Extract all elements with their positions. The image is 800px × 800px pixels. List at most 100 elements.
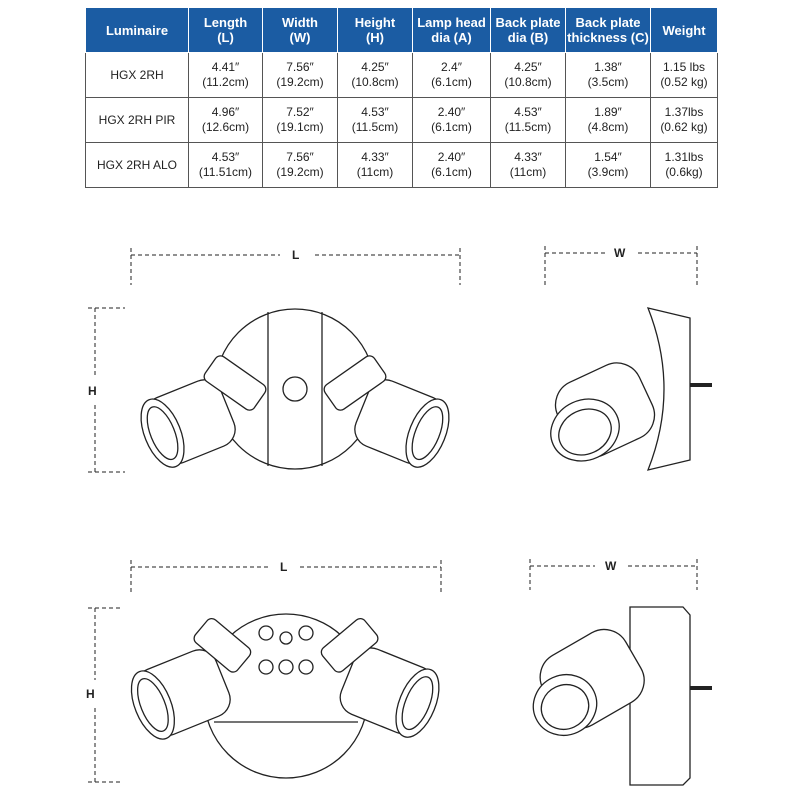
cell-metric: (11cm) <box>509 165 547 179</box>
cell-metric: (6.1cm) <box>431 75 472 89</box>
cell-imperial: 7.52″ <box>286 105 314 119</box>
cell-imperial: 1.89″ <box>594 105 622 119</box>
width-label: W <box>614 246 626 260</box>
header-text: Back plate <box>575 15 641 30</box>
table-cell: 2.40″(6.1cm) <box>412 97 491 143</box>
header-height: Height(H) <box>337 8 413 53</box>
table-cell: 1.38″(3.5cm) <box>565 52 651 98</box>
cell-metric: (19.1cm) <box>276 120 324 134</box>
cell-imperial: 1.15 lbs <box>662 60 706 74</box>
table-cell: 1.37lbs(0.62 kg) <box>650 97 718 143</box>
table-cell: 1.31lbs(0.6kg) <box>650 142 718 188</box>
table-cell: 4.33″(11cm) <box>490 142 566 188</box>
table-cell: HGX 2RH PIR <box>85 97 189 143</box>
cell-metric: (12.6cm) <box>201 120 250 134</box>
cell-metric: (0.52 kg) <box>660 75 708 89</box>
cell-imperial: 2.40″ <box>437 150 466 164</box>
header-text: Width <box>282 15 318 30</box>
height-label: H <box>88 384 97 398</box>
table-cell: 4.25″(10.8cm) <box>337 52 413 98</box>
header-text: Lamp head <box>417 15 486 30</box>
header-text: Height <box>354 15 396 30</box>
cell-metric: (0.6kg) <box>665 165 703 179</box>
left-lamp-head <box>140 379 236 468</box>
cell-imperial: 2.4″ <box>441 60 462 74</box>
cell-imperial: 4.53″ <box>361 105 389 119</box>
header-text: Weight <box>662 22 706 38</box>
cell-metric: (0.62 kg) <box>660 120 708 134</box>
table-cell: HGX 2RH <box>85 52 189 98</box>
side-view-standard: W <box>544 246 712 471</box>
cell-imperial: 1.37lbs <box>664 105 704 119</box>
table-cell: 7.56″(19.2cm) <box>262 142 338 188</box>
cell-metric: (3.9cm) <box>587 165 629 179</box>
height-label: H <box>86 687 95 701</box>
cell-metric: (10.8cm) <box>504 75 552 89</box>
table-header-row: Luminaire Length(L) Width(W) Height(H) L… <box>85 8 718 53</box>
table-cell: 4.96″(12.6cm) <box>188 97 263 143</box>
table-cell: 1.89″(4.8cm) <box>565 97 651 143</box>
cell-metric: (19.2cm) <box>276 75 324 89</box>
table-cell: 4.53″(11.5cm) <box>337 97 413 143</box>
cell-metric: (6.1cm) <box>431 165 472 179</box>
header-text: Luminaire <box>105 22 169 38</box>
cell-imperial: 7.56″ <box>286 60 314 74</box>
cell-metric: (4.8cm) <box>587 120 629 134</box>
header-text: (H) <box>365 30 385 45</box>
side-view-sensor: W <box>529 559 712 786</box>
header-weight: Weight <box>650 8 718 53</box>
cell-imperial: 7.56″ <box>286 150 314 164</box>
cell-imperial: 1.38″ <box>594 60 622 74</box>
cell-metric: (11.5cm) <box>504 120 552 134</box>
cell-metric: (11.51cm) <box>198 165 253 179</box>
table-cell: HGX 2RH ALO <box>85 142 189 188</box>
sensor-controls <box>258 625 314 675</box>
header-text: thickness (C) <box>567 30 649 45</box>
header-text: (L) <box>217 30 234 45</box>
table-row: HGX 2RH ALO 4.53″(11.51cm) 7.56″(19.2cm) 4.… <box>85 142 718 188</box>
table-cell: 4.25″(10.8cm) <box>490 52 566 98</box>
table-cell: 2.4″(6.1cm) <box>412 52 491 98</box>
cell-imperial: 1.54″ <box>594 150 622 164</box>
cell-metric: (11cm) <box>356 165 394 179</box>
header-text: dia (A) <box>431 30 472 45</box>
cell-imperial: 1.31lbs <box>664 150 704 164</box>
table-cell: 7.56″(19.2cm) <box>262 52 338 98</box>
specifications-table: Luminaire Length(L) Width(W) Height(H) L… <box>85 8 718 188</box>
cell-imperial: 4.41″ <box>211 60 240 74</box>
cell-imperial: 2.40″ <box>437 105 466 119</box>
cell-imperial: 4.33″ <box>361 150 389 164</box>
cell-metric: (10.8cm) <box>351 75 399 89</box>
header-luminaire: Luminaire <box>85 8 189 53</box>
front-view-sensor: L H <box>86 560 442 783</box>
right-lamp-head <box>354 379 450 468</box>
width-label: W <box>605 559 617 573</box>
header-width: Width(W) <box>262 8 338 53</box>
table-cell: 4.53″(11.5cm) <box>490 97 566 143</box>
cell-metric: (19.2cm) <box>276 165 324 179</box>
header-text: Length <box>203 15 248 30</box>
length-label: L <box>280 560 287 574</box>
table-cell: 1.54″(3.9cm) <box>565 142 651 188</box>
cell-metric: (6.1cm) <box>431 120 472 134</box>
header-text: (W) <box>289 30 311 45</box>
front-view-standard: L H <box>88 248 461 473</box>
header-length: Length(L) <box>188 8 263 53</box>
cell-metric: (3.5cm) <box>587 75 629 89</box>
cell-imperial: 4.25″ <box>361 60 389 74</box>
cell-imperial: 4.25″ <box>514 60 542 74</box>
header-text: dia (B) <box>507 30 549 45</box>
cell-imperial: 4.53″ <box>514 105 542 119</box>
cell-imperial: 4.33″ <box>514 150 542 164</box>
cell-imperial: 4.96″ <box>211 105 240 119</box>
table-cell: 4.41″(11.2cm) <box>188 52 263 98</box>
cell-imperial: 4.53″ <box>211 150 240 164</box>
table-cell: 1.15 lbs(0.52 kg) <box>650 52 718 98</box>
